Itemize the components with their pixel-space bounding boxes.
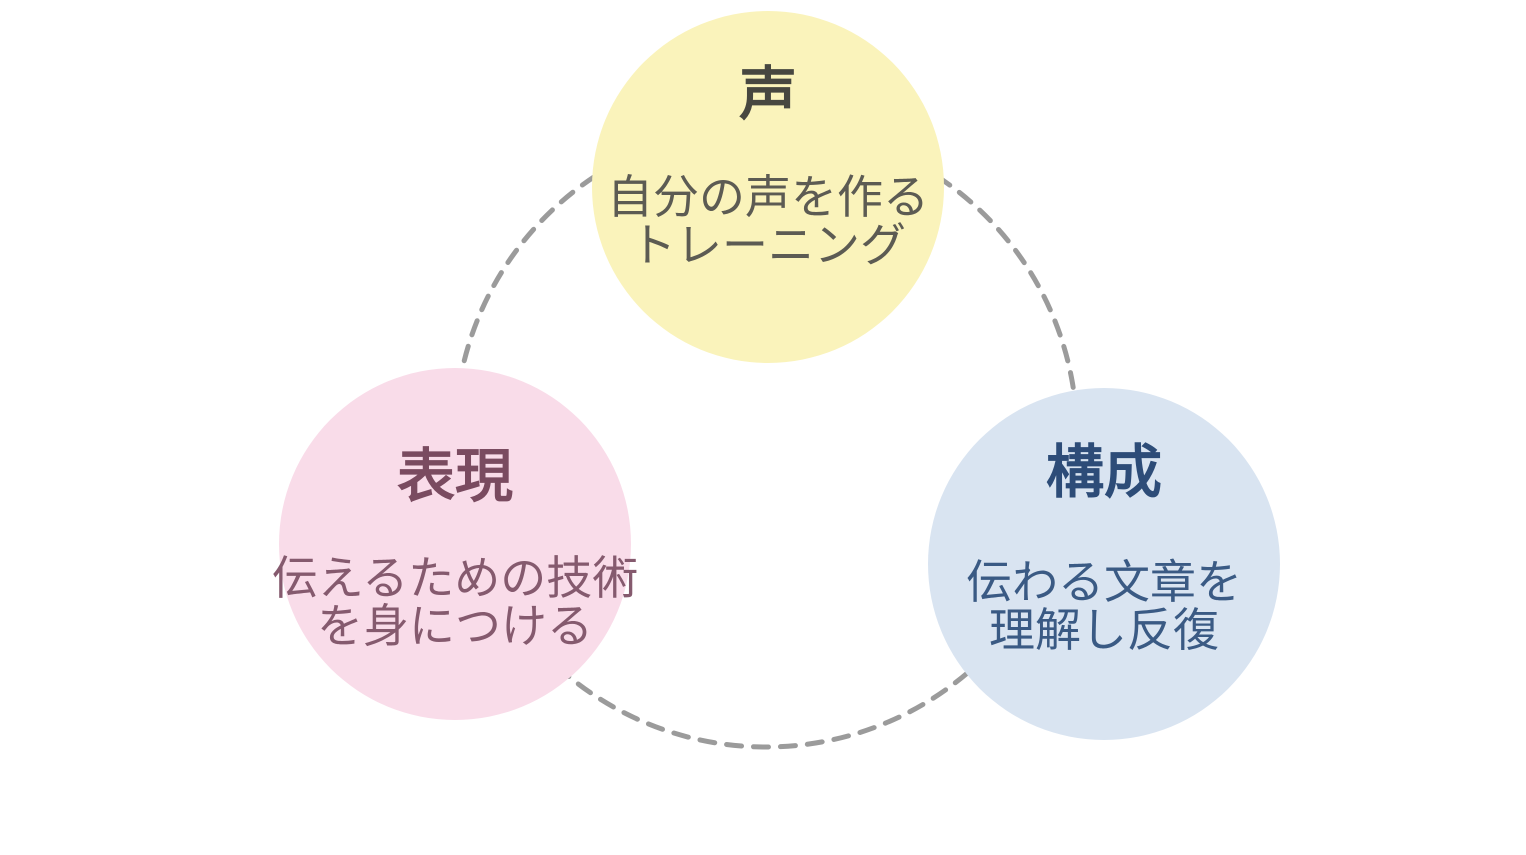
description-line: を身につける bbox=[317, 600, 593, 652]
circle-voice-description: 自分の声を作る トレーニング bbox=[607, 173, 929, 269]
description-line: 伝わる文章を bbox=[966, 556, 1242, 608]
circle-structure-description: 伝わる文章を 理解し反復 bbox=[966, 558, 1242, 654]
description-line: 伝えるための技術 bbox=[271, 552, 639, 604]
circle-voice: 声 自分の声を作る トレーニング bbox=[592, 11, 944, 363]
circle-structure-title: 構成 bbox=[1045, 440, 1163, 505]
description-line: トレーニング bbox=[630, 219, 906, 271]
circle-expression: 表現 伝えるための技術 を身につける bbox=[272, 368, 638, 720]
description-line: 理解し反復 bbox=[989, 604, 1219, 656]
circle-structure: 構成 伝わる文章を 理解し反復 bbox=[928, 388, 1280, 740]
description-line: 自分の声を作る bbox=[607, 171, 929, 223]
circle-expression-description: 伝えるための技術 を身につける bbox=[272, 554, 639, 650]
circle-expression-title: 表現 bbox=[396, 444, 514, 509]
circle-voice-title: 声 bbox=[738, 62, 798, 127]
